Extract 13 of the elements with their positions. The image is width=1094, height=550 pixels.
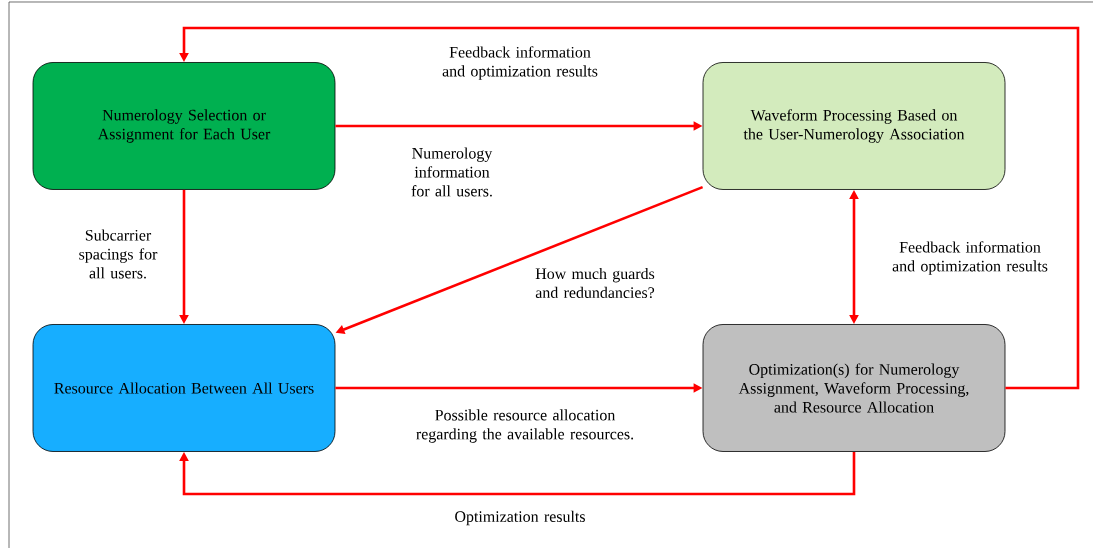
process-box: Numerology Selection or Assignment for Each User: [32, 62, 336, 190]
edge-label: Possible resource allocation regarding the available resources.: [416, 409, 634, 443]
process-box: Waveform Processing Based on the User-Numerology Association: [702, 62, 1006, 190]
edge-label: Feedback information and optimization results: [892, 241, 1048, 275]
process-box: Resource Allocation Between All Users: [32, 324, 336, 452]
edge-label: How much guards and redundancies?: [535, 267, 655, 299]
edge-label: Numerology information for all users.: [411, 147, 493, 197]
arrow: [179, 451, 856, 496]
process-box: Optimization(s) for Numerology Assignment, Waveform Processing, and Resource Allocation: [702, 324, 1006, 452]
edge-label: Optimization results: [455, 510, 585, 526]
edge-label: Feedback information and optimization results: [442, 46, 598, 80]
arrow: [179, 26, 1080, 390]
edge-label: Subcarrier spacings for all users.: [79, 229, 158, 279]
